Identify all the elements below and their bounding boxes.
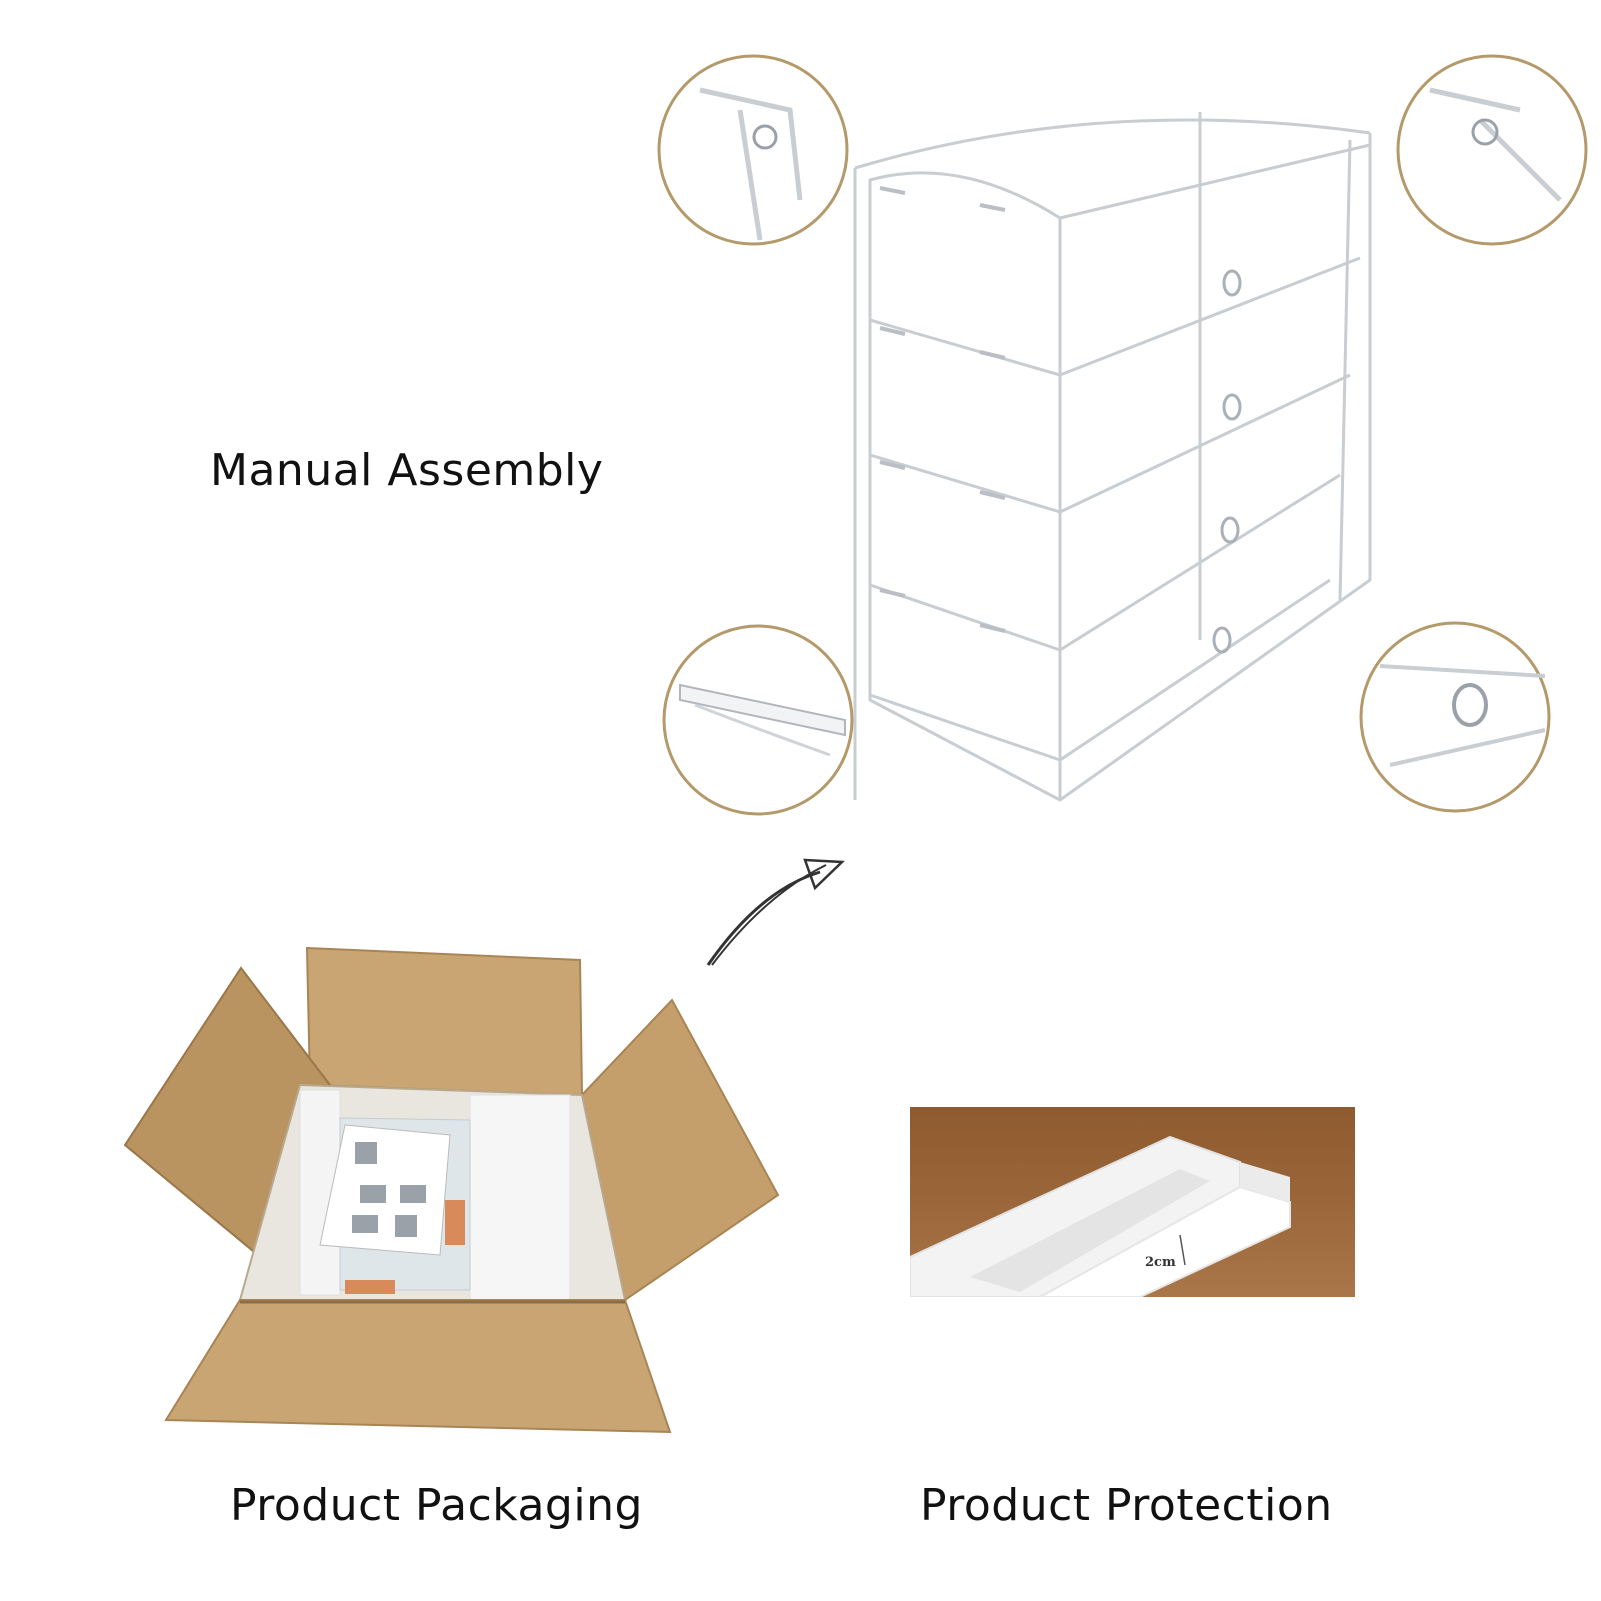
foam-thickness-label: 2cm <box>1145 1255 1176 1270</box>
foam-block-illustration <box>910 1135 1291 1297</box>
detail-loupe-icon <box>662 624 854 816</box>
detail-loupe-icon <box>657 54 849 246</box>
detail-loupe-icon <box>1359 621 1551 813</box>
manual-assembly-label: Manual Assembly <box>210 445 604 496</box>
detail-loupe-icon <box>1396 54 1588 246</box>
foam-protection-photo: 2cm <box>910 1107 1355 1297</box>
product-protection-label: Product Protection <box>920 1480 1333 1531</box>
product-packaging-label: Product Packaging <box>230 1480 643 1531</box>
